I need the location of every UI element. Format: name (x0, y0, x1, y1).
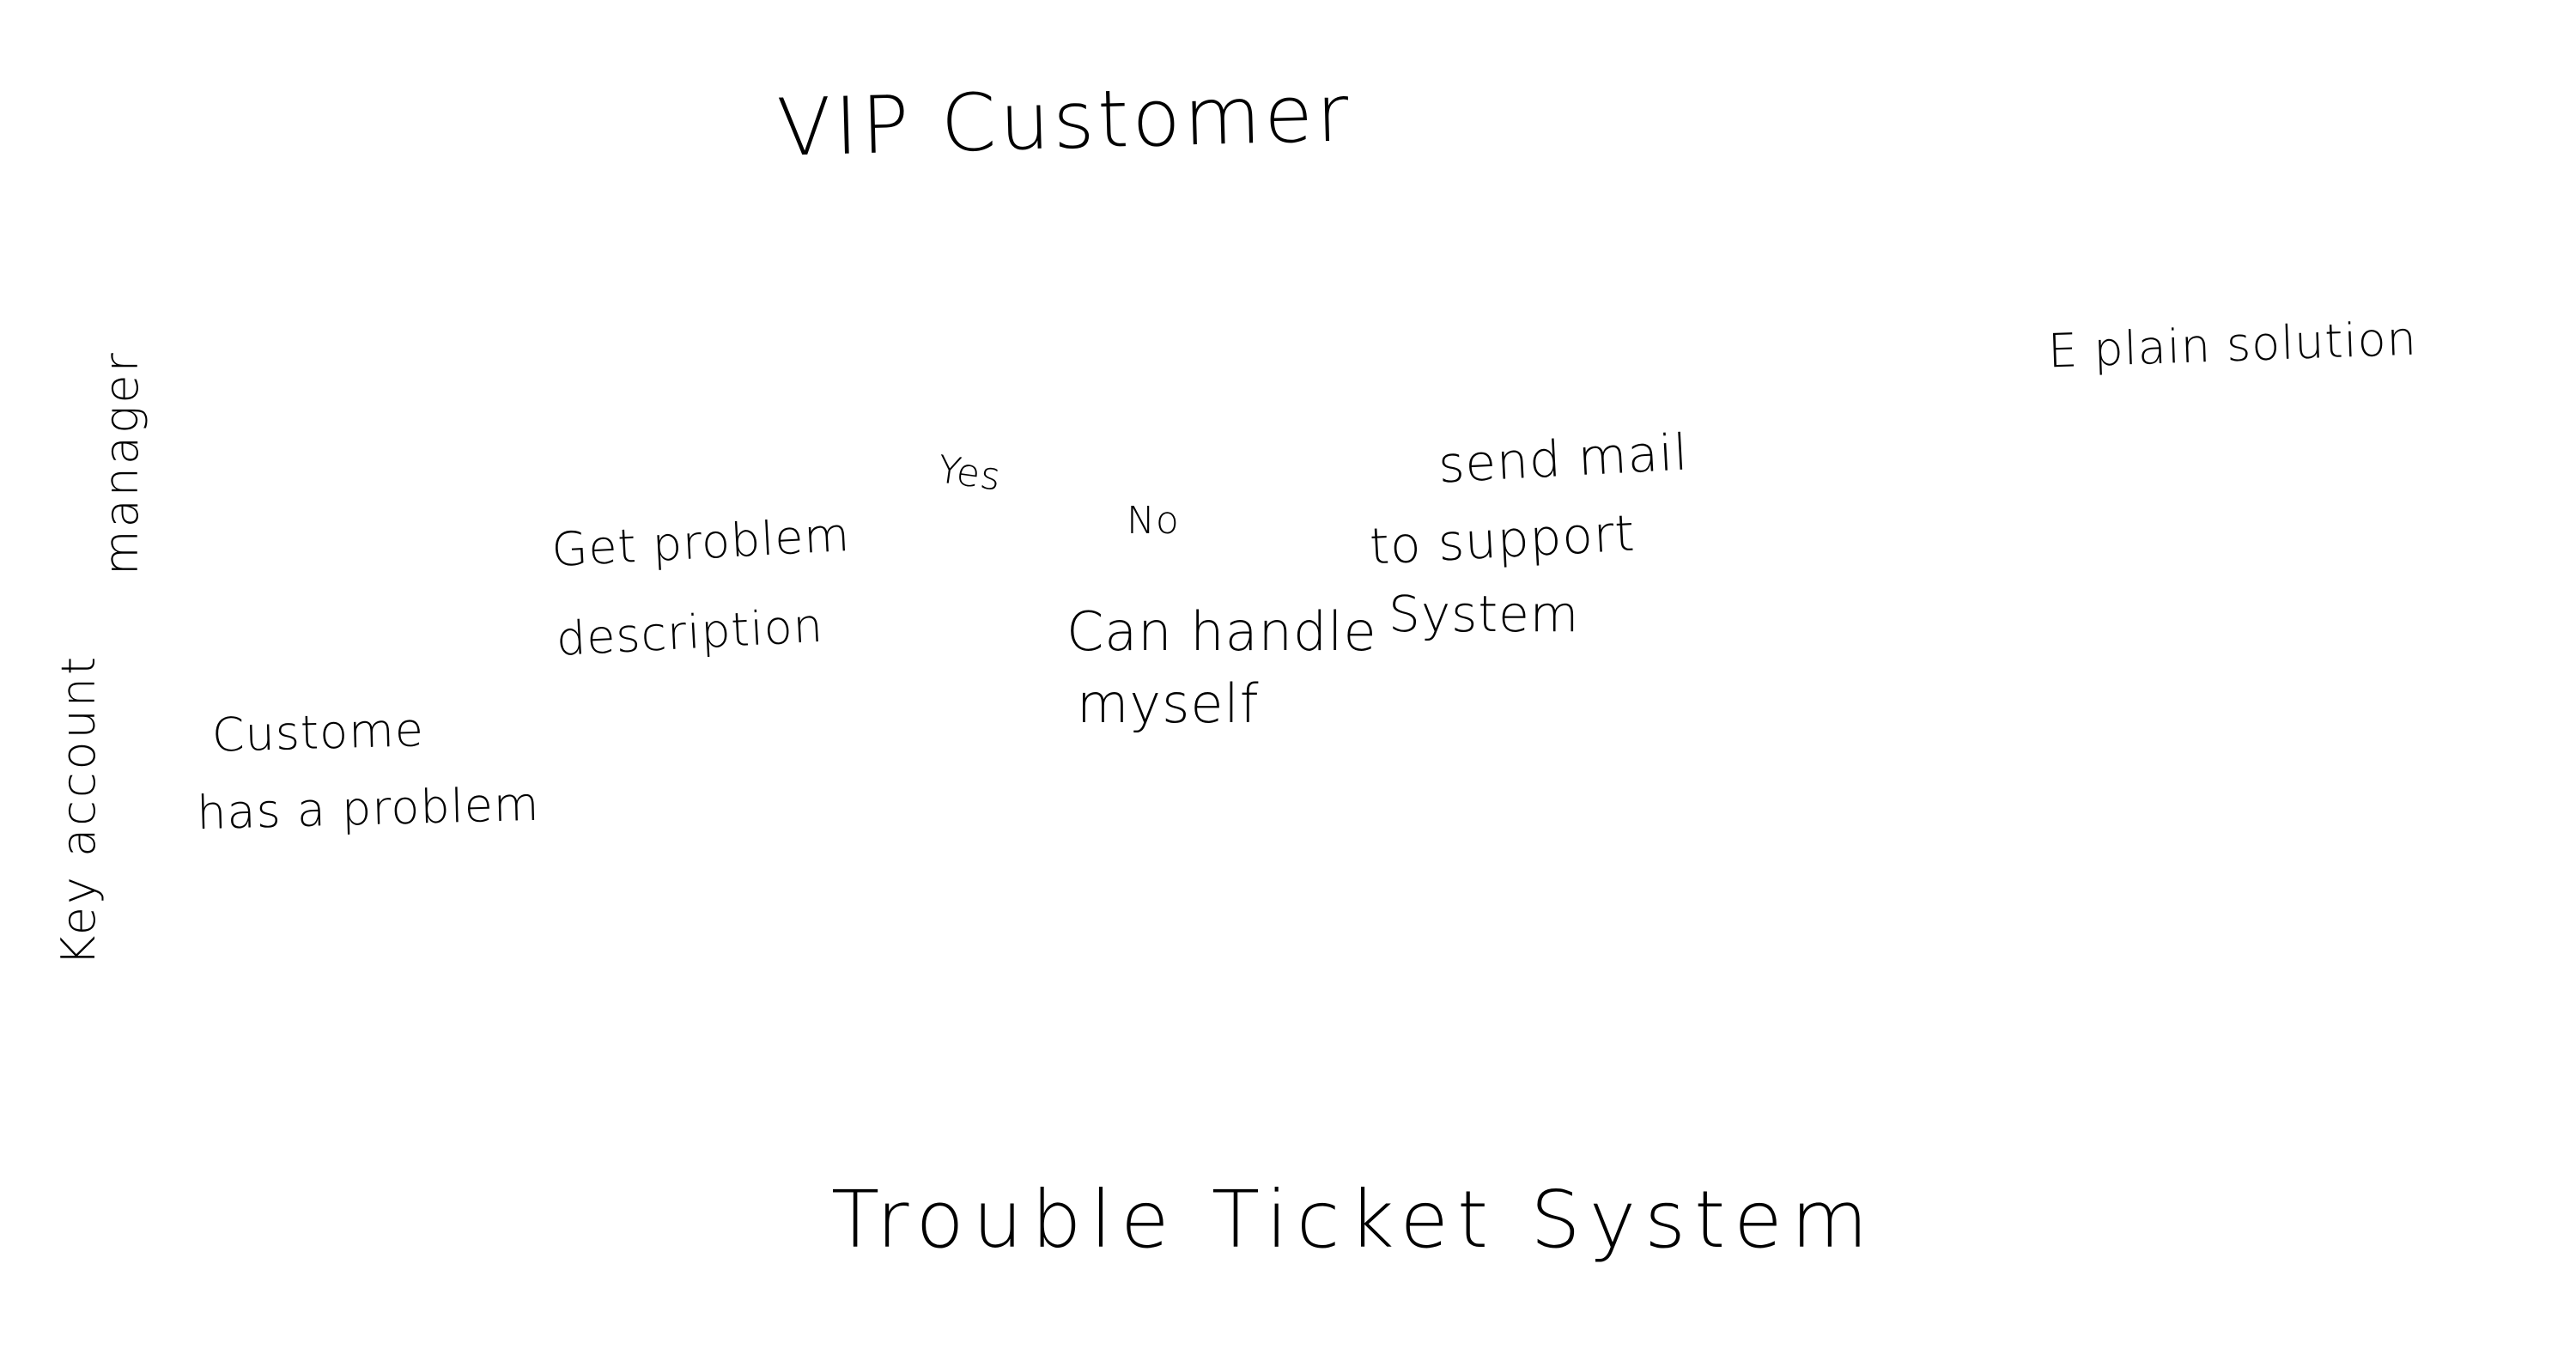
manager-text: manager (94, 350, 149, 575)
can-handle-myself-line1: Can handle (1066, 600, 1377, 663)
send-mail-support-node: send mail to support System (1368, 422, 1689, 643)
yes-edge-label: Yes (934, 447, 1005, 500)
trouble-ticket-system-lane-title: Trouble Ticket System (831, 1174, 1877, 1266)
can-handle-myself-line2: myself (1077, 672, 1260, 735)
send-mail-support-line1: send mail (1437, 422, 1690, 495)
get-problem-description-node: Get problem description (550, 507, 856, 666)
get-problem-description-line2: description (555, 598, 825, 666)
customer-has-problem-line2: has a problem (196, 776, 541, 841)
vip-customer-lane-title: VIP Customer (775, 67, 1353, 174)
can-handle-myself-node: Can handle myself (1066, 605, 1377, 731)
customer-has-problem-node: Custome has a problem (194, 702, 541, 841)
send-mail-support-line3: System (1388, 585, 1580, 643)
key-account-text: Key account (52, 653, 106, 966)
send-mail-support-line2: to support (1368, 503, 1637, 576)
customer-has-problem-line1: Custome (211, 702, 425, 763)
get-problem-description-line1: Get problem (550, 507, 852, 578)
explain-solution-node: E plain solution (2047, 311, 2418, 379)
no-edge-label: No (1127, 499, 1180, 543)
